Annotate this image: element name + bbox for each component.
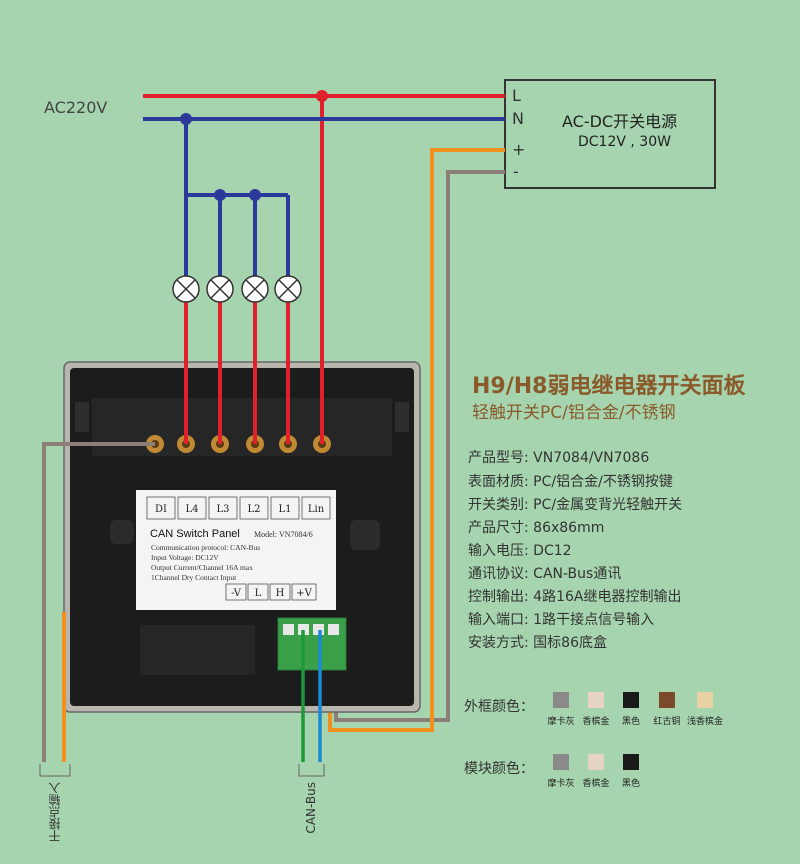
module-line-4: 1Channel Dry Contact Input [151, 573, 237, 582]
module-swatch-label: 黑色 [621, 779, 640, 789]
label-l2: L2 [247, 504, 260, 515]
module-line-3: Output Current/Channel 16A max [151, 563, 253, 572]
spec-model: 产品型号: VN7084/VN7086 [468, 450, 650, 466]
frame-swatch-label: 红古铜 [653, 717, 681, 727]
spec-install: 安装方式: 国标86底盒 [468, 635, 607, 651]
red-lamp-outputs [184, 302, 290, 444]
module-line-2: Input Voltage: DC12V [151, 553, 219, 562]
bus-label-minus-v: -V [231, 588, 242, 599]
screw-slot-left [110, 520, 134, 544]
label-l1: L1 [278, 504, 291, 515]
terminal-block [92, 398, 392, 456]
can-bus-label: CAN-Bus [304, 782, 318, 834]
label-lin: Lin [308, 504, 325, 515]
module-line-1: Communication protocol: CAN-Bus [151, 543, 260, 552]
module-swatch-label: 香槟金 [582, 779, 610, 789]
dry-contact-bracket [39, 764, 71, 777]
supply-name: AC-DC开关电源 [562, 112, 678, 131]
can-bus-bracket [298, 764, 325, 777]
can-terminal-screws [283, 624, 339, 635]
power-supply-box [504, 79, 716, 189]
frame-swatch-bronze [659, 692, 675, 708]
spec-protocol: 通讯协议: CAN-Bus通讯 [468, 566, 622, 582]
panel-lower-recess [140, 625, 255, 675]
red-junction [316, 90, 328, 102]
label-l3: L3 [216, 504, 229, 515]
module-swatch-champagne [588, 754, 604, 770]
screw-slot [350, 520, 380, 550]
spec-material: 表面材质: PC/铝合金/不锈钢按键 [468, 474, 673, 490]
product-title: H9/H8弱电继电器开关面板 [472, 374, 746, 399]
module-name: CAN Switch Panel [150, 528, 240, 540]
ac-label: AC220V [44, 98, 108, 117]
spec-input: 输入端口: 1路干接点信号输入 [468, 612, 655, 628]
frame-swatch-label: 黑色 [621, 717, 640, 727]
blue-n-drop [184, 119, 288, 197]
frame-swatch-label: 浅香槟金 [686, 717, 723, 727]
spec-voltage: 输入电压: DC12 [468, 543, 572, 559]
module-model: Model: VN7084/6 [254, 530, 313, 539]
frame-swatch-champagne [588, 692, 604, 708]
terminal-plus: + [512, 140, 526, 159]
module-colors-label: 模块颜色： [464, 761, 534, 777]
frame-colors-label: 外框颜色： [464, 699, 534, 715]
blue-lamp-feeds [184, 195, 290, 276]
label-di: DI [155, 504, 167, 515]
di-gray-wire [42, 442, 155, 762]
bus-label-plus-v: +V [296, 588, 312, 599]
frame-swatch-light-champagne [697, 692, 713, 708]
spec-size: 产品尺寸: 86x86mm [468, 520, 605, 536]
terminal-label-cells [146, 496, 331, 601]
module-swatch-mocha-gray [553, 754, 569, 770]
lamp-icons [172, 275, 302, 303]
terminal-minus: - [513, 162, 519, 181]
module-swatch-label: 摩卡灰 [547, 779, 575, 789]
clip-right [395, 402, 409, 432]
frame-swatch-black [623, 692, 639, 708]
bus-label-h: H [276, 588, 285, 599]
product-subtitle: 轻触开关PC/铝合金/不锈钢 [472, 403, 676, 423]
bus-label-l: L [255, 588, 262, 599]
module-label-sticker [136, 490, 336, 610]
frame-swatch-mocha-gray [553, 692, 569, 708]
frame-swatch-label: 摩卡灰 [547, 717, 575, 727]
supply-spec: DC12V , 30W [578, 134, 671, 150]
terminal-l: L [512, 86, 521, 105]
clip-left [75, 402, 89, 432]
blue-junction-1 [180, 113, 192, 125]
frame-swatch-label: 香槟金 [582, 717, 610, 727]
dry-contact-label: 干接点输入 [48, 782, 62, 842]
spec-output: 控制输出: 4路16A继电器控制输出 [468, 589, 682, 605]
terminal-n: N [512, 109, 524, 128]
label-l4: L4 [185, 504, 198, 515]
spec-switch-type: 开关类别: PC/金属变背光轻触开关 [468, 497, 683, 513]
module-swatch-black [623, 754, 639, 770]
